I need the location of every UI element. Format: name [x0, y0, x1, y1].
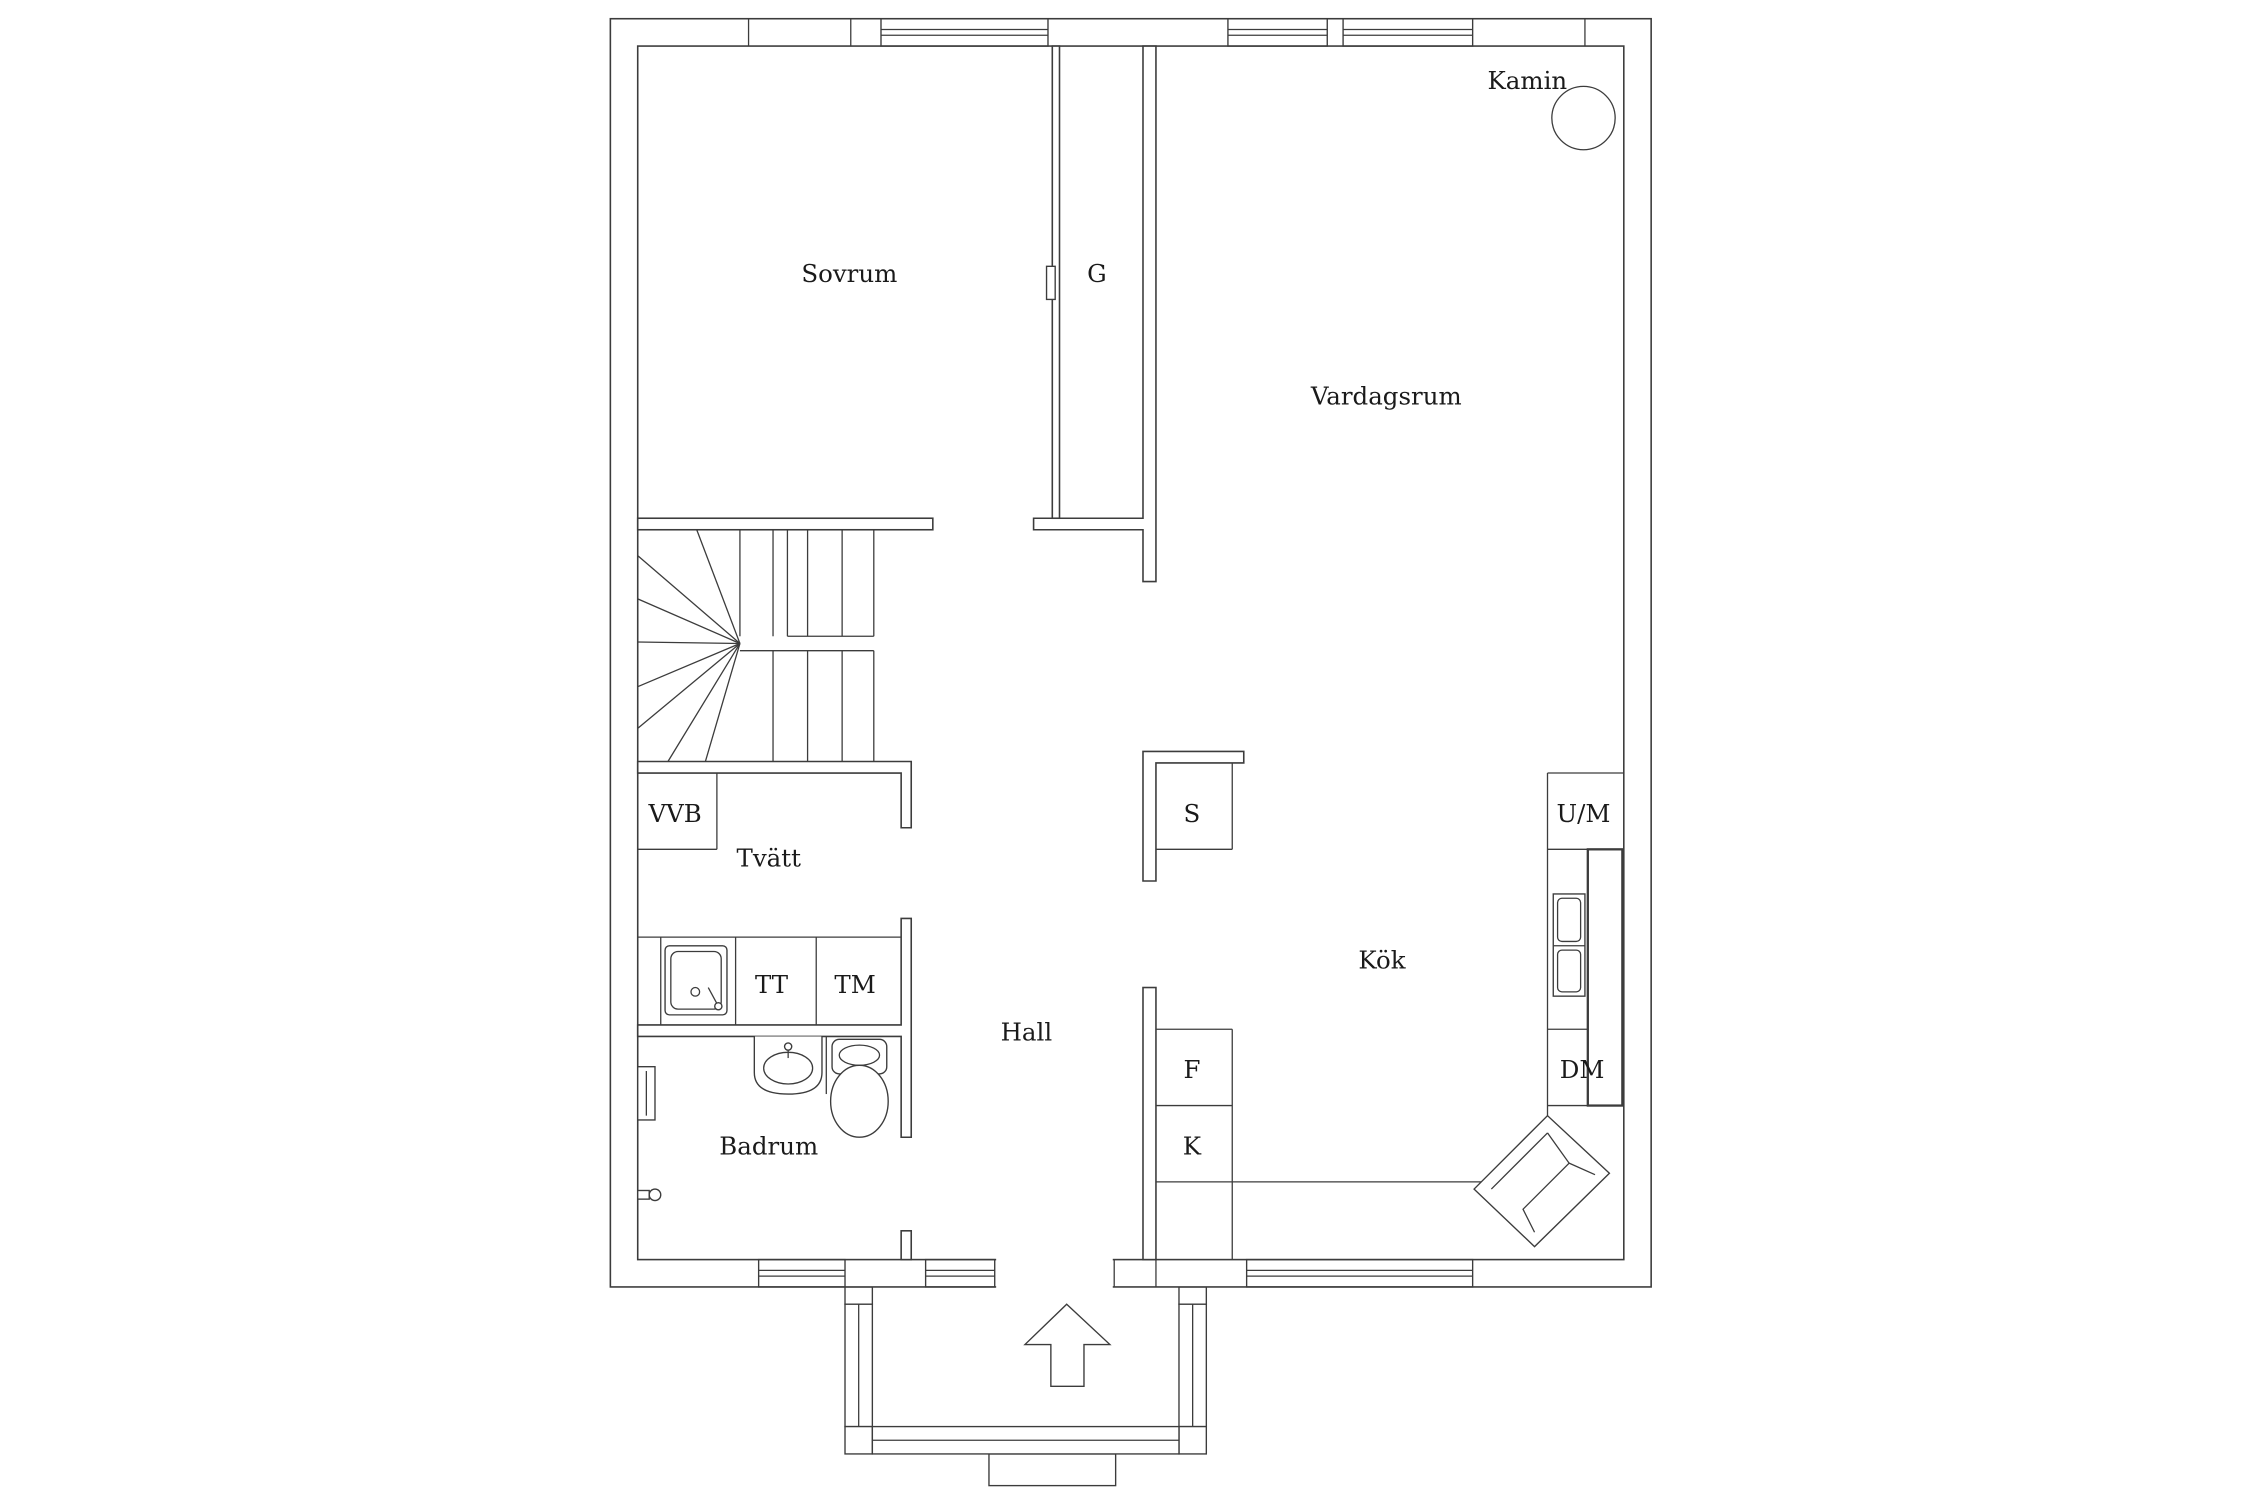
sink-icon [664, 945, 728, 1016]
stove-outline [1473, 1114, 1611, 1248]
window-frame [1342, 18, 1474, 47]
wall-kok-left [1142, 986, 1157, 1261]
stove-detail [1490, 1132, 1548, 1190]
window-frame [880, 18, 1049, 47]
label-um: U/M [1557, 799, 1611, 828]
room-label-hall: Hall [1001, 1018, 1053, 1047]
kitchen-sink-bowl [1556, 897, 1582, 943]
kitchen-sink-bowl [1556, 949, 1582, 993]
stair-winder [704, 643, 741, 762]
window [757, 1258, 846, 1288]
porch-post [1178, 1425, 1208, 1455]
window [924, 1258, 996, 1288]
windows [757, 18, 1474, 1288]
window-frame [1245, 1258, 1474, 1288]
label-kamin: Kamin [1488, 66, 1568, 95]
label-k: K [1183, 1131, 1202, 1160]
toilet-bowl [829, 1064, 889, 1138]
stair-winder [667, 643, 741, 762]
wall-vardagsrum-left [1032, 45, 1157, 583]
interior-walls [636, 45, 1245, 1261]
room-label-tvatt: Tvätt [737, 843, 802, 872]
label-vvb: VVB [647, 799, 701, 828]
shower-tap-icon [637, 1188, 662, 1202]
stove-detail [1522, 1132, 1570, 1233]
window-frame [757, 1258, 846, 1288]
wall-closet-s [1142, 750, 1245, 882]
label-tt: TT [755, 970, 789, 999]
fireplace-icon [1551, 85, 1616, 151]
room-label-sovrum: Sovrum [801, 259, 897, 288]
porch-post [844, 1425, 874, 1455]
label-dm: DM [1560, 1055, 1605, 1084]
porch-post [1178, 1286, 1208, 1305]
kitchen-fixtures [1155, 772, 1624, 1260]
stair-winder [637, 555, 741, 644]
bathroom-fixtures [637, 1036, 889, 1202]
label-s: S [1184, 799, 1201, 828]
wall-cabinet [1586, 848, 1624, 1107]
exterior-walls [609, 17, 1652, 1288]
wall-badrum [636, 917, 913, 1139]
sink-basin [670, 950, 722, 1010]
laundry-fixtures [637, 773, 902, 1025]
closet-s [1155, 762, 1233, 850]
sink-rim [664, 945, 728, 1016]
window-frame [924, 1258, 996, 1288]
stair-winder [637, 641, 740, 645]
kitchen-sink-rim [1552, 893, 1586, 997]
stair-winder [637, 642, 741, 688]
room-labels: Sovrum G Vardagsrum Kamin VVB Tvätt TT T… [647, 66, 1610, 1160]
label-f: F [1183, 1055, 1200, 1084]
shower-tap-knob [648, 1188, 662, 1202]
room-label-badrum: Badrum [719, 1131, 818, 1160]
stove-icon [1473, 1114, 1611, 1248]
sink-drain [690, 986, 701, 997]
shower-tap-mount [637, 1189, 650, 1200]
entrance-arrow-icon [1023, 1303, 1112, 1387]
sink-tap-base [714, 1001, 723, 1011]
room-label-kok: Kök [1358, 946, 1405, 975]
toilet-icon [829, 1038, 889, 1138]
entrance-door-opening [996, 1258, 1115, 1289]
window [1342, 18, 1474, 47]
towel-warmer-icon [637, 1066, 656, 1121]
room-label-g: G [1087, 259, 1107, 288]
wall-sovrum-bottom [636, 517, 934, 531]
stair-winder [696, 529, 741, 644]
kitchen-sink-icon [1552, 893, 1586, 997]
window [880, 18, 1049, 47]
washbasin-icon [753, 1036, 823, 1095]
wall-tvatt-top [636, 760, 913, 829]
stove-detail [1568, 1162, 1596, 1176]
staircase-icon [637, 529, 875, 762]
wall-badrum-stub [900, 1230, 913, 1261]
room-label-vardagsrum: Vardagsrum [1310, 381, 1462, 410]
wardrobe-door-handle [1045, 265, 1056, 301]
window [1245, 1258, 1474, 1288]
porch-step [988, 1453, 1117, 1487]
porch-post [844, 1286, 874, 1305]
stair-winder [637, 598, 741, 645]
window [1227, 18, 1328, 47]
stair-winder [637, 642, 741, 729]
window-frame [1227, 18, 1328, 47]
label-tm: TM [834, 970, 875, 999]
door-gap [996, 1258, 1113, 1289]
entrance-porch [844, 1286, 1208, 1487]
washbasin-tap [783, 1042, 793, 1051]
